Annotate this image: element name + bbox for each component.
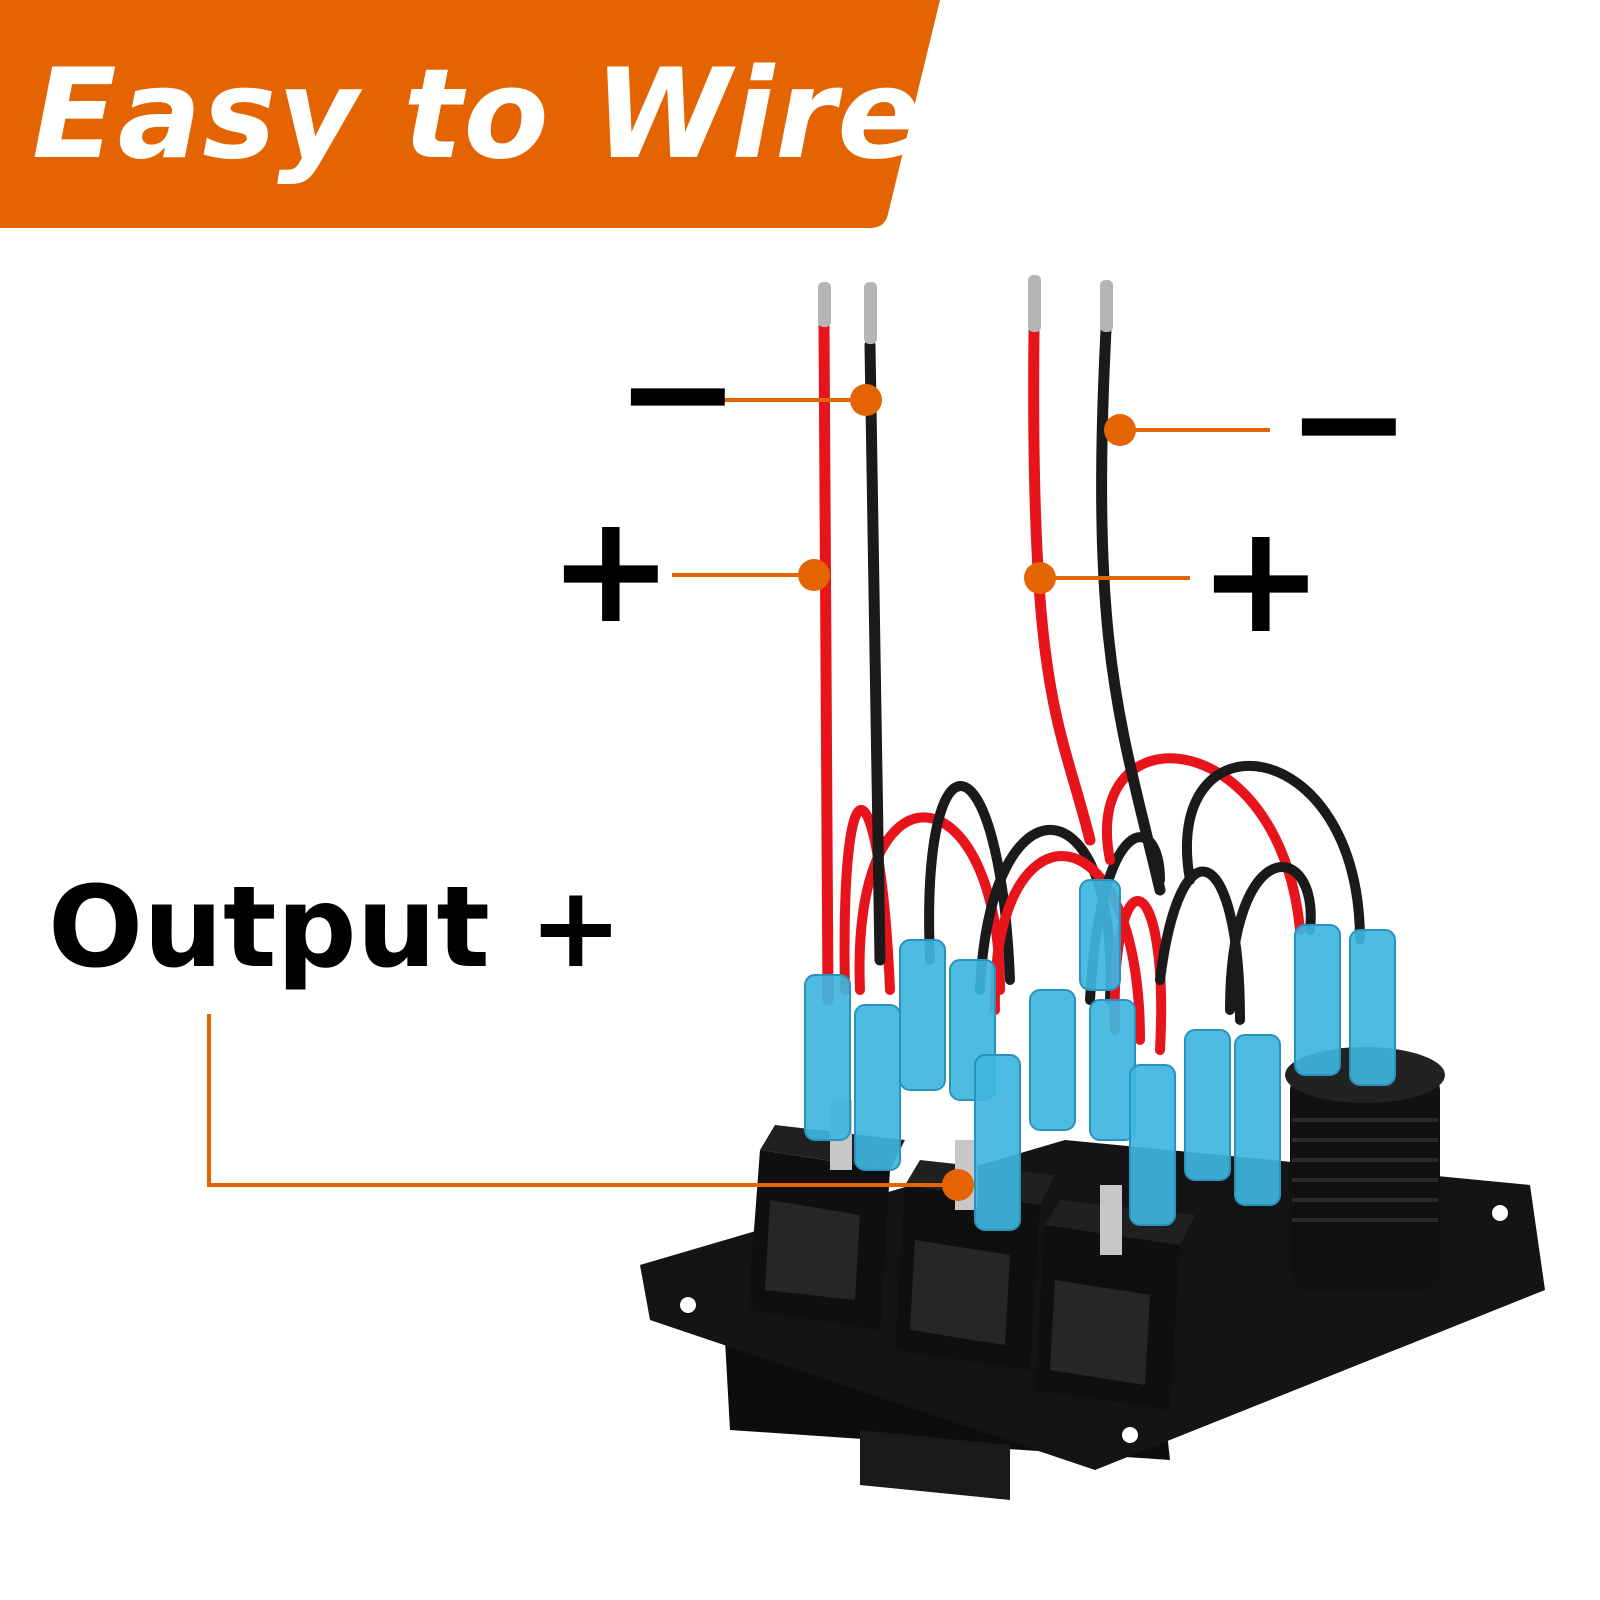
output-label: Output + bbox=[48, 863, 623, 993]
lead-wire-red-right bbox=[1028, 324, 1096, 846]
negative-label-right: − bbox=[1286, 336, 1412, 510]
lead-wire-black-right bbox=[1096, 324, 1166, 896]
jumper-wire-black bbox=[924, 781, 1015, 985]
callout-lines bbox=[207, 398, 1270, 1187]
positive-label-right: + bbox=[1198, 493, 1324, 667]
title-banner bbox=[0, 0, 940, 228]
plate-hole bbox=[1122, 1427, 1138, 1443]
jumper-wire-red bbox=[1102, 753, 1305, 935]
positive-label-left: + bbox=[548, 483, 674, 657]
lead-wire-black-left bbox=[864, 339, 886, 966]
plate-hole bbox=[680, 1297, 696, 1313]
jumper-wire-black bbox=[1225, 862, 1316, 1015]
lead-wire-red-left bbox=[818, 319, 834, 1006]
blue-connectors bbox=[804, 879, 1396, 1231]
banner-title: Easy to Wire bbox=[32, 43, 923, 187]
jumper-wire-black bbox=[1181, 760, 1365, 945]
plate-hole bbox=[1492, 1205, 1508, 1221]
jumper-wire-red bbox=[989, 851, 1145, 1045]
stripped-wire-tips bbox=[818, 275, 1113, 344]
callout-dots bbox=[798, 384, 1136, 1201]
negative-label-left: − bbox=[615, 306, 741, 480]
